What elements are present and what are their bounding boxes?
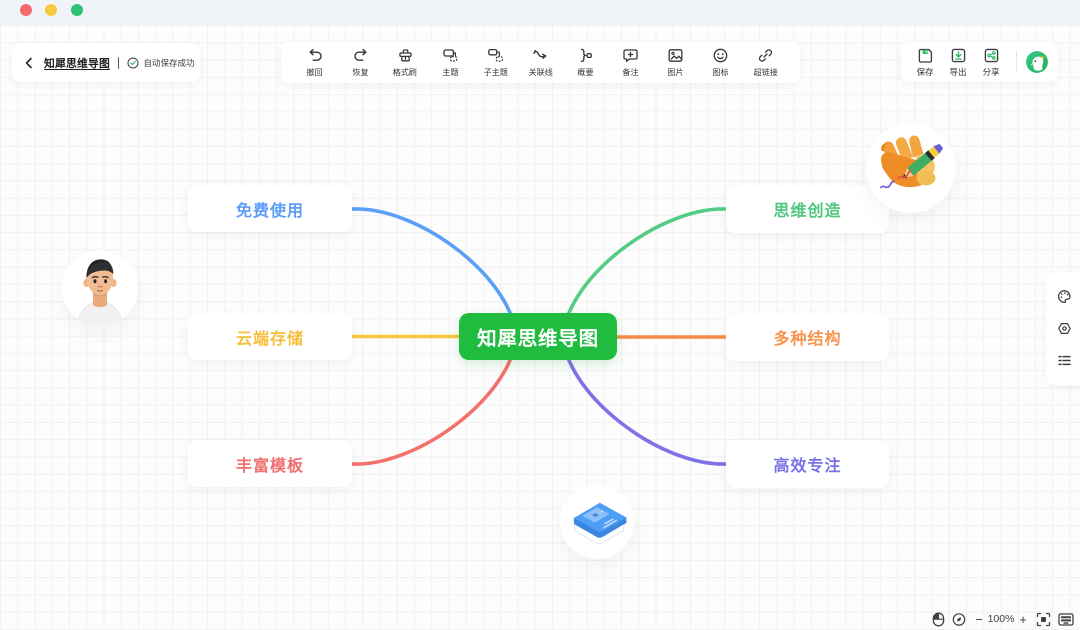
- tool-label: 子主题: [483, 67, 508, 77]
- focus-frame-icon: [1036, 612, 1051, 626]
- image-button[interactable]: 图片: [655, 47, 697, 78]
- account-panel: 保存 导出 分享: [901, 42, 1058, 82]
- mindmap-node-free-use[interactable]: 免费使用: [188, 185, 352, 232]
- tool-label: 图片: [667, 67, 684, 77]
- divider: [117, 56, 120, 69]
- settings-button[interactable]: [1056, 321, 1072, 337]
- tool-label: 备注: [622, 67, 639, 77]
- mindmap-node-rich-templates[interactable]: 丰富模板: [188, 440, 352, 487]
- list-icon: [1057, 356, 1071, 366]
- tool-label: 主题: [442, 67, 459, 77]
- chevron-left-icon: [25, 57, 32, 68]
- user-avatar[interactable]: [1026, 51, 1048, 73]
- save-button[interactable]: 保存: [910, 47, 941, 78]
- share-button[interactable]: 分享: [976, 47, 1007, 78]
- divider: [1016, 51, 1017, 73]
- topic-node-icon: [443, 49, 457, 62]
- zoom-out-button[interactable]: −: [975, 611, 983, 627]
- locate-button[interactable]: [952, 612, 966, 627]
- zhixi-rhino-logo-icon: [1026, 51, 1048, 73]
- zoom-in-button[interactable]: +: [1019, 611, 1027, 627]
- mindmap-node-multi-structure[interactable]: 多种结构: [726, 313, 889, 361]
- hyperlink-button[interactable]: 超链接: [745, 47, 787, 78]
- tool-label: 恢复: [352, 67, 369, 77]
- tool-label: 关联线: [528, 67, 553, 77]
- right-side-panel: [1046, 272, 1080, 385]
- minimize-window-button[interactable]: [45, 4, 57, 16]
- mindmap-node-mind-creation[interactable]: 思维创造: [726, 185, 889, 233]
- tool-label: 撤回: [306, 67, 324, 77]
- subtopic-button[interactable]: 子主题: [474, 47, 516, 78]
- style-button[interactable]: [1056, 288, 1072, 304]
- link-icon: [759, 49, 773, 62]
- action-label: 保存: [916, 66, 935, 77]
- export-button[interactable]: 导出: [943, 47, 974, 78]
- tool-label: 概要: [577, 67, 594, 77]
- compass-icon: [952, 612, 966, 626]
- smiley-icon: [713, 48, 728, 63]
- redo-arrow-icon: [353, 48, 367, 61]
- outline-button[interactable]: [1056, 353, 1072, 369]
- subtopic-node-icon: [488, 48, 503, 62]
- curve-arrow-icon: [533, 49, 547, 59]
- floppy-icon: [918, 48, 933, 63]
- back-button[interactable]: [22, 56, 36, 70]
- document-panel: 知犀思维导图 自动保存成功: [12, 43, 200, 82]
- mindmap-root-node[interactable]: 知犀思维导图: [459, 313, 617, 360]
- redo-button[interactable]: 恢复: [339, 47, 381, 78]
- tool-label: 图标: [712, 67, 729, 77]
- tool-label: 格式刷: [393, 67, 418, 77]
- close-window-button[interactable]: [20, 4, 32, 16]
- book-illustration: [560, 485, 634, 559]
- summary-button[interactable]: 概要: [565, 47, 607, 78]
- check-circle-icon: [127, 56, 140, 69]
- icon-button[interactable]: 图标: [700, 47, 742, 78]
- main-toolbar: 撤回 恢复 格式刷 主题: [281, 42, 800, 83]
- zoom-controls: − 100% +: [931, 609, 1074, 629]
- comment-plus-icon: [623, 49, 638, 63]
- brush-icon: [399, 49, 412, 62]
- mindmap-node-cloud-storage[interactable]: 云端存储: [188, 313, 352, 360]
- autosave-status: 自动保存成功: [127, 56, 195, 69]
- action-label: 分享: [982, 66, 1001, 77]
- hand-pencil-illustration: [866, 123, 956, 213]
- minimap-button[interactable]: [1057, 612, 1074, 626]
- document-title[interactable]: 知犀思维导图: [44, 57, 110, 70]
- tool-label: 超链接: [753, 67, 779, 77]
- mouse-icon: [932, 612, 944, 626]
- window-titlebar: [0, 0, 1080, 26]
- topic-button[interactable]: 主题: [429, 47, 471, 78]
- zoom-level: 100%: [987, 613, 1015, 625]
- autosave-label: 自动保存成功: [143, 57, 195, 68]
- format-painter-button[interactable]: 格式刷: [384, 47, 426, 78]
- hex-gear-icon: [1057, 322, 1071, 335]
- action-label: 导出: [949, 66, 968, 77]
- fit-view-button[interactable]: [1036, 612, 1051, 627]
- download-box-icon: [951, 48, 966, 62]
- palette-icon: [1057, 289, 1071, 303]
- undo-button[interactable]: 撤回: [294, 47, 336, 78]
- share-box-icon: [984, 48, 999, 62]
- undo-arrow-icon: [309, 48, 322, 61]
- relation-line-button[interactable]: 关联线: [519, 47, 561, 78]
- brace-icon: [580, 48, 592, 63]
- zoom-window-button[interactable]: [71, 4, 83, 16]
- note-button[interactable]: 备注: [610, 47, 652, 78]
- minimap-icon: [1057, 612, 1074, 626]
- person-avatar-illustration: [62, 250, 138, 326]
- mindmap-node-high-focus[interactable]: 高效专注: [726, 440, 889, 488]
- picture-icon: [668, 49, 683, 62]
- mouse-mode-button[interactable]: [931, 612, 945, 627]
